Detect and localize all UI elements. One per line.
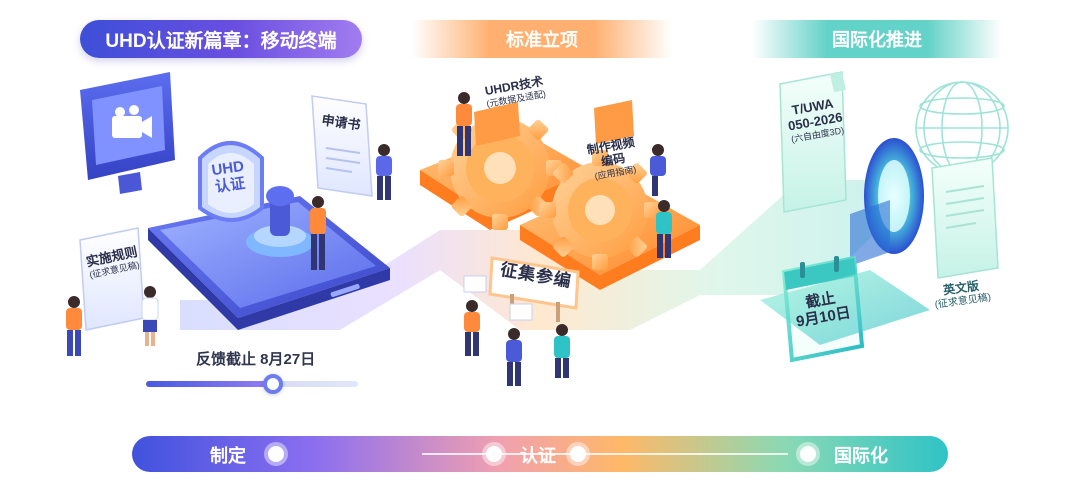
timeline-step-establish: 制定 xyxy=(210,446,246,466)
people-middle xyxy=(456,92,672,386)
badge-text: UHD 认证 xyxy=(204,157,254,198)
english-document xyxy=(931,157,999,279)
portal xyxy=(850,138,924,266)
timeline-connector xyxy=(422,453,788,455)
timeline-dot-3 xyxy=(570,446,586,462)
timeline-step-international: 国际化 xyxy=(834,446,888,466)
teal-platform xyxy=(760,270,930,345)
main-title: UHD认证新篇章：移动终端 xyxy=(80,20,362,58)
feedback-progress-track xyxy=(146,381,358,387)
stamp xyxy=(246,186,314,257)
timeline-dot-4 xyxy=(800,446,816,462)
signboards xyxy=(474,100,634,146)
timeline-dot-2 xyxy=(486,446,502,462)
timeline-step-certify: 认证 xyxy=(520,446,556,466)
application-document xyxy=(311,95,373,197)
standard-document xyxy=(779,71,847,213)
feedback-deadline: 反馈截止 8月27日 xyxy=(196,351,316,368)
stage-standard-project: 标准立项 xyxy=(412,20,672,58)
timeline-dot-1 xyxy=(268,446,284,462)
stage-internationalization: 国际化推进 xyxy=(752,20,1002,58)
people-left xyxy=(66,144,392,356)
gear-platforms xyxy=(420,106,700,290)
uhd-badge xyxy=(198,141,264,222)
feedback-progress-knob[interactable] xyxy=(263,374,284,394)
progress-timeline: 制定 认证 国际化 xyxy=(132,436,948,472)
globe xyxy=(915,81,1009,175)
monitor xyxy=(80,72,175,194)
